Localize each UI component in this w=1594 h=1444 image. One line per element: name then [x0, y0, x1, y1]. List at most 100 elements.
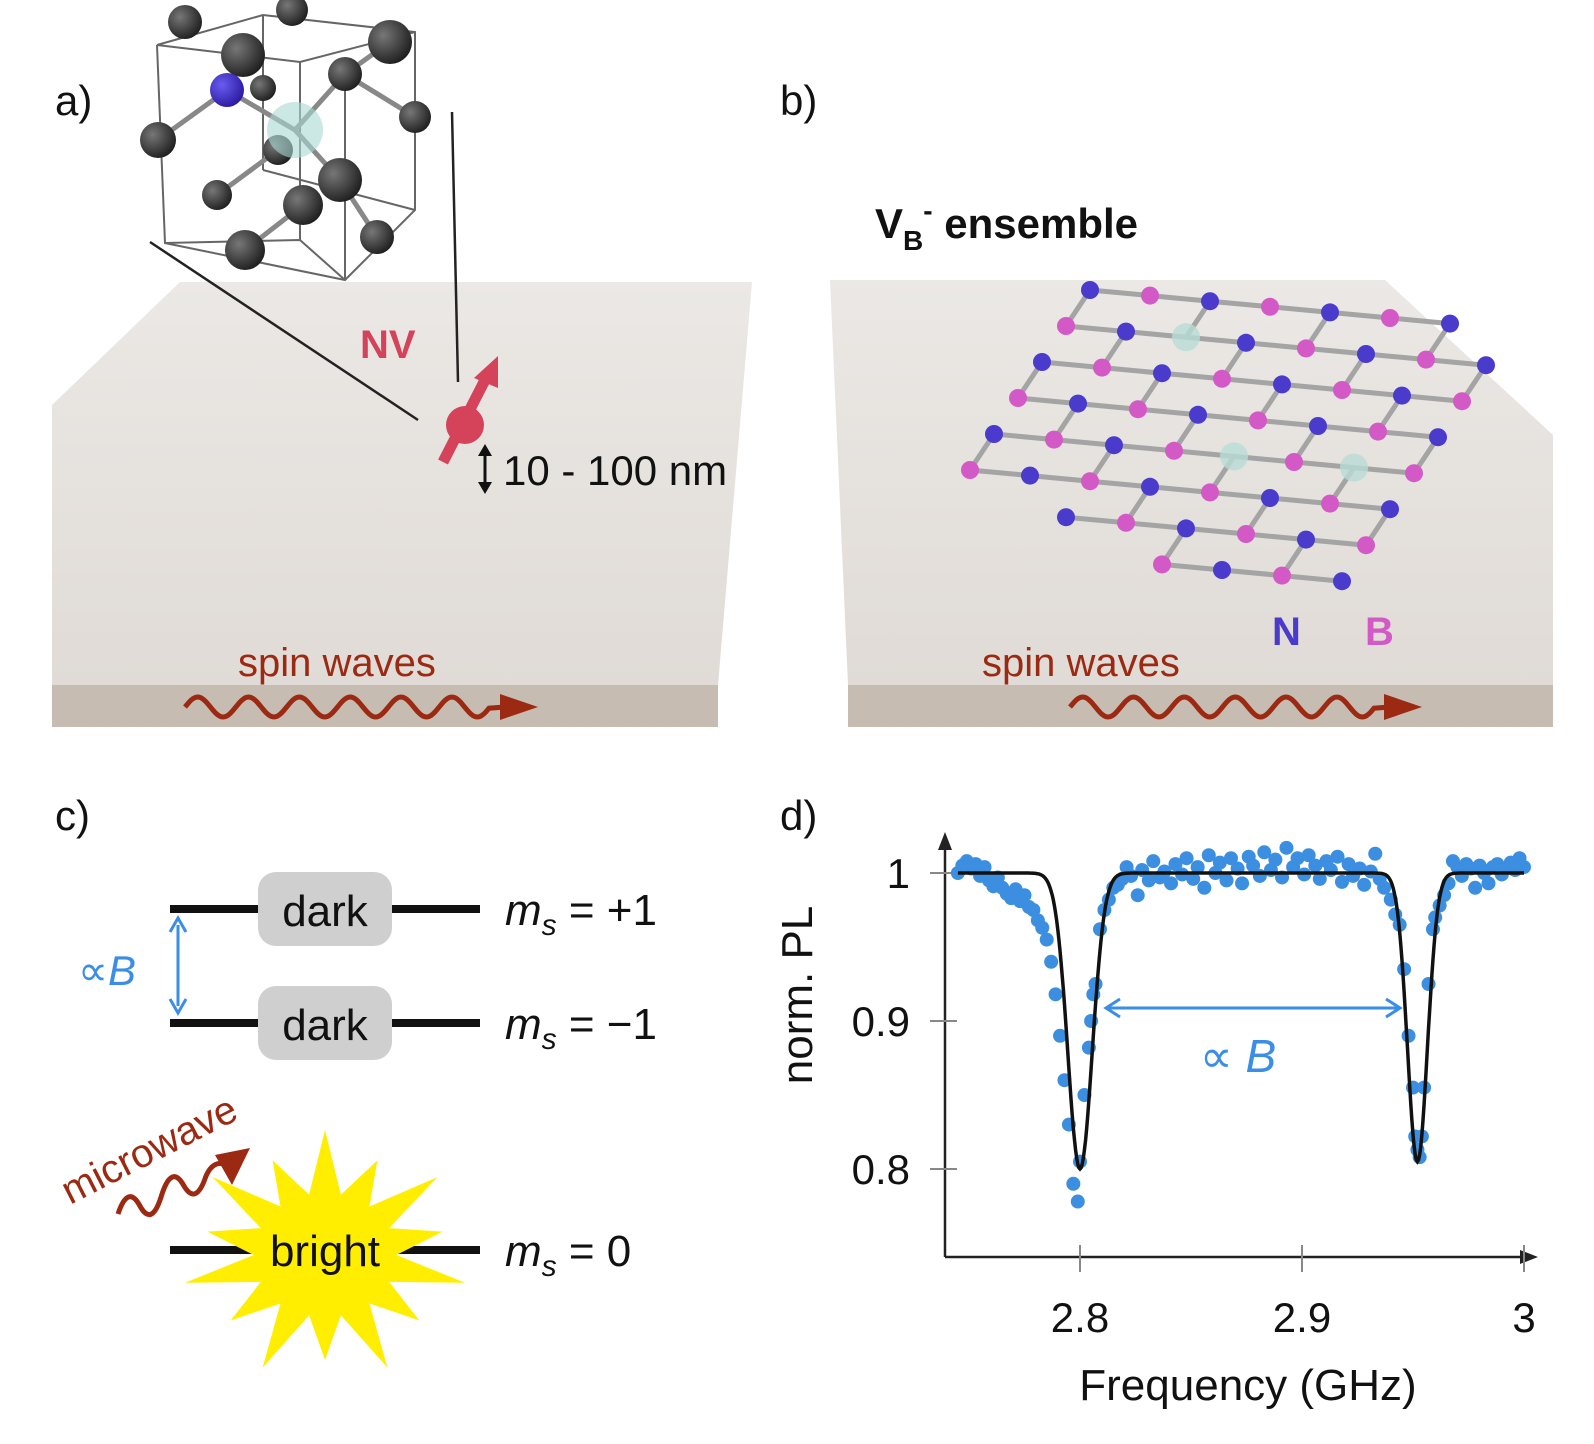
- data-point: [1301, 848, 1316, 863]
- data-point: [1197, 880, 1212, 895]
- nitrogen-atom: [1393, 386, 1411, 405]
- data-point: [1146, 854, 1161, 869]
- nitrogen-atom: [1021, 466, 1039, 485]
- data-point: [1246, 858, 1261, 873]
- boron-atom: [1381, 309, 1399, 327]
- bond: [993, 431, 1055, 443]
- spin-wave-icon: [1068, 694, 1391, 720]
- bond: [1149, 484, 1211, 495]
- bond: [1041, 359, 1103, 371]
- data-point: [1308, 858, 1323, 873]
- data-point: [1279, 840, 1294, 855]
- boron-atom: [1249, 411, 1267, 430]
- zoom-line-right: [450, 111, 460, 383]
- data-point: [1312, 871, 1327, 886]
- boron-atom: [1333, 381, 1351, 399]
- diamond-slab: [52, 282, 752, 685]
- carbon-atoms: [140, 0, 431, 270]
- bond: [1305, 345, 1367, 357]
- data-point: [1179, 851, 1194, 866]
- data-point: [1517, 860, 1531, 875]
- data-point: [1323, 863, 1338, 878]
- data-point: [1468, 880, 1483, 895]
- boron-atom: [961, 461, 979, 479]
- panel-c: c) dark ms = +1 dark ms = −1 ∝B bright m…: [54, 792, 657, 1368]
- bond: [1077, 401, 1139, 412]
- nitrogen-atom: [1477, 356, 1495, 375]
- bond: [1365, 351, 1427, 363]
- data-point: [1425, 922, 1440, 937]
- x-tick-label: 2.8: [1051, 1294, 1109, 1341]
- boron-atom: [1357, 536, 1375, 555]
- nitrogen-atom: [1189, 405, 1207, 424]
- fit-curve: [957, 871, 1524, 1172]
- boron-atom: [1321, 494, 1339, 513]
- bond: [1137, 406, 1199, 418]
- nitrogen-atom: [985, 425, 1003, 443]
- boron-atom: [1453, 392, 1471, 411]
- data-point: [1201, 848, 1216, 863]
- bond: [1389, 315, 1451, 327]
- data-point: [1044, 954, 1059, 969]
- splitting-arrow-icon: [1103, 997, 1403, 1019]
- microwave-wave-icon: [115, 1157, 242, 1218]
- depth-label: 10 - 100 nm: [503, 447, 727, 494]
- data-point: [1268, 852, 1283, 867]
- panel-a: a) NV: [52, 0, 752, 727]
- panel-label-d: d): [780, 792, 817, 839]
- x-axis-arrow-icon: [1520, 1250, 1538, 1264]
- bond: [1089, 478, 1151, 490]
- boron-atom: [1297, 339, 1315, 358]
- data-point: [1421, 977, 1436, 991]
- boron-atom: [1273, 566, 1291, 585]
- data-point: [1219, 873, 1234, 888]
- nv-spin-icon: [438, 356, 498, 465]
- splitting-arrow-icon: [168, 914, 188, 1017]
- boron-atom: [1261, 297, 1279, 316]
- boron-atom: [1285, 453, 1303, 471]
- bond: [1245, 531, 1307, 543]
- y-tick-label: 1: [887, 850, 910, 897]
- bond: [1401, 393, 1463, 404]
- boron-vacancy: [1172, 323, 1200, 352]
- bond: [1269, 304, 1331, 315]
- spin-waves-label-a: spin waves: [238, 641, 436, 685]
- bond: [1149, 293, 1211, 304]
- microwave-arrowhead-icon: [215, 1148, 250, 1185]
- data-point: [1341, 857, 1356, 872]
- boron-vacancy: [1220, 442, 1248, 471]
- bright-star-icon: [184, 1130, 466, 1368]
- nitrogen-label: N: [1272, 610, 1301, 654]
- nitrogen-atom: [1381, 500, 1399, 519]
- magnetic-film: [52, 685, 718, 727]
- nitrogen-atom: [210, 73, 244, 107]
- boron-atom: [1405, 464, 1423, 483]
- depth-arrow-icon: [478, 444, 492, 494]
- boron-label: B: [1365, 610, 1394, 654]
- x-axis-label: Frequency (GHz): [1079, 1361, 1416, 1410]
- x-tick-label: 3: [1512, 1294, 1535, 1341]
- ms-label: ms = 0: [505, 1227, 631, 1283]
- y-tick-label: 0.9: [852, 998, 910, 1045]
- boron-atom: [1165, 441, 1183, 460]
- nitrogen-atom: [1117, 322, 1135, 341]
- data-point: [1070, 1194, 1085, 1209]
- wave-arrowhead-icon: [1384, 694, 1422, 720]
- data-point: [1235, 876, 1250, 891]
- data-point: [1481, 876, 1496, 891]
- hbn-lattice: [961, 281, 1495, 591]
- bond: [1113, 442, 1175, 454]
- data-point: [1130, 888, 1145, 903]
- hbn-slab: [830, 280, 1553, 685]
- nitrogen-atom: [1309, 417, 1327, 435]
- splitting-label-c: ∝B: [78, 947, 136, 994]
- data-point: [1017, 888, 1032, 903]
- boron-atom: [1213, 369, 1231, 388]
- nitrogen-atom: [1153, 364, 1171, 383]
- boron-atom: [1129, 400, 1147, 419]
- bond: [1221, 376, 1283, 387]
- data-point: [1330, 849, 1345, 864]
- boron-atom: [1237, 525, 1255, 543]
- bond: [1317, 423, 1379, 435]
